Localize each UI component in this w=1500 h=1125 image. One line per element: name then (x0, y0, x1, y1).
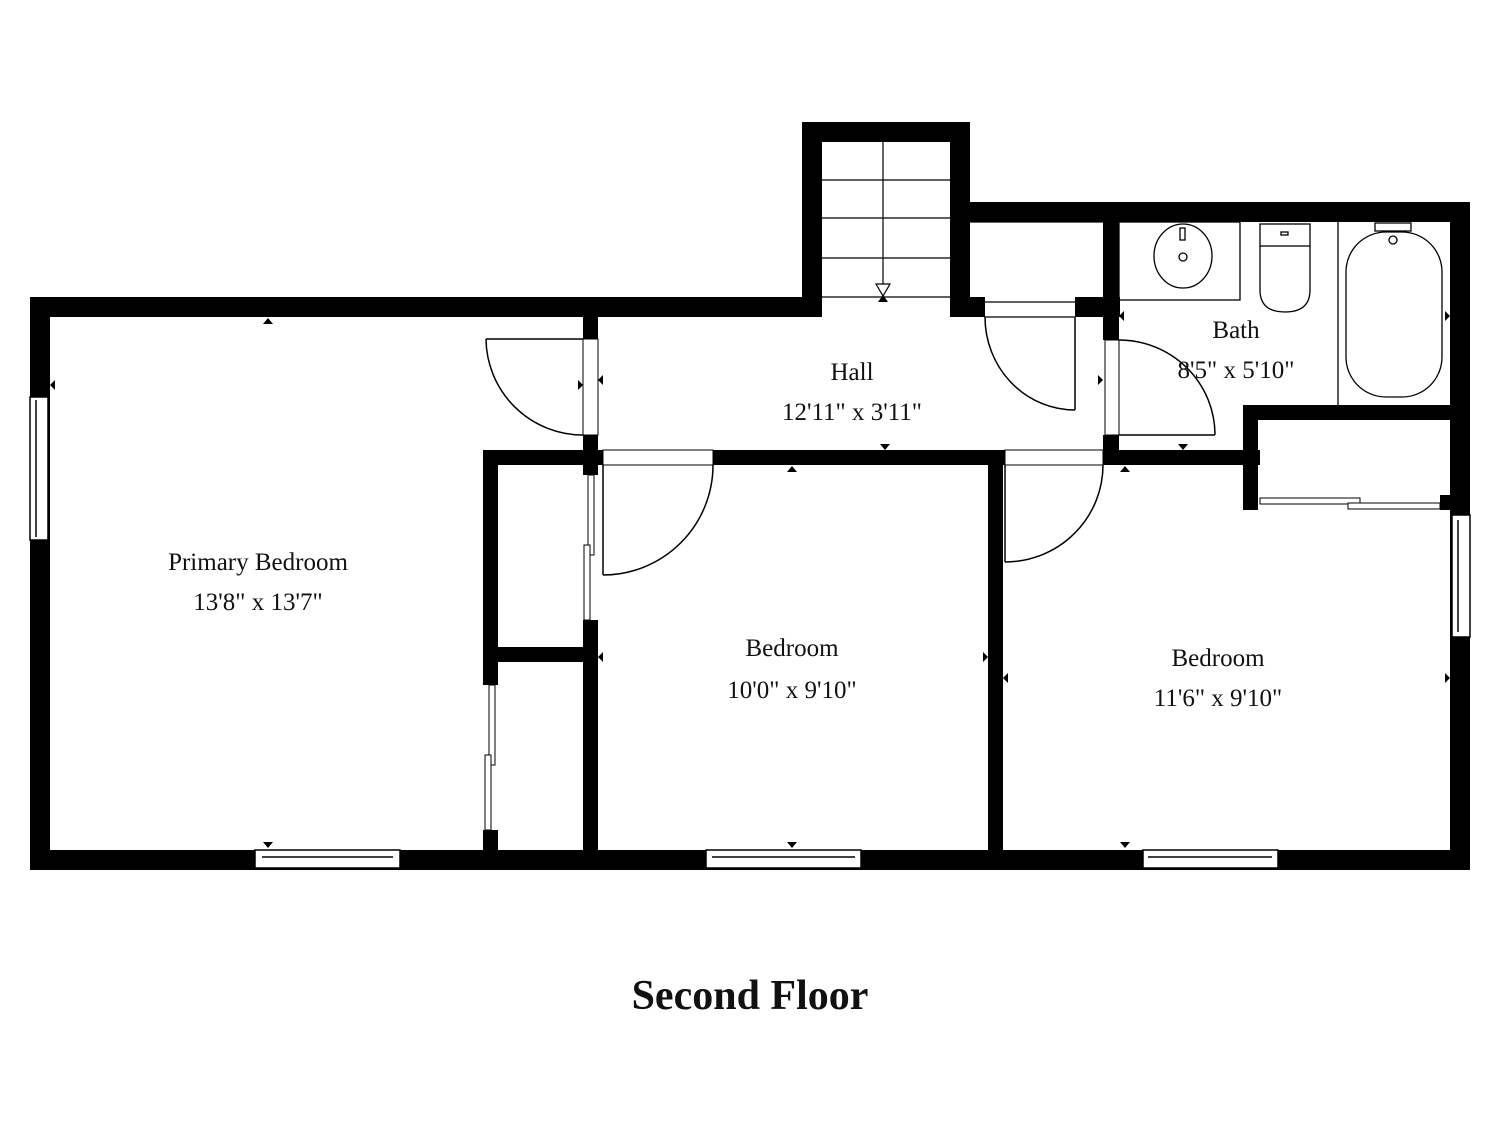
room-dimensions: 8'5" x 5'10" (1178, 357, 1295, 384)
doors (484, 316, 1441, 831)
stairs (822, 142, 950, 298)
walls (30, 122, 1470, 870)
room-hall: Hall 12'11" x 3'11" (782, 359, 922, 426)
room-name: Bedroom (1171, 645, 1265, 672)
room-name: Bath (1212, 317, 1260, 344)
bath-fixtures (1118, 221, 1443, 405)
sink-icon (1153, 223, 1213, 289)
room-bedroom-1: Bedroom 10'0" x 9'10" (727, 635, 856, 704)
bathtub-icon (1345, 231, 1443, 398)
room-dimensions: 13'8" x 13'7" (193, 589, 322, 616)
room-name: Hall (830, 359, 873, 386)
hall-closet (970, 221, 1103, 318)
room-dimensions: 12'11" x 3'11" (782, 399, 922, 426)
dimension-markers (50, 295, 1450, 848)
room-bath: Bath 8'5" x 5'10" (1178, 317, 1295, 384)
room-dimensions: 11'6" x 9'10" (1154, 685, 1283, 712)
room-name: Primary Bedroom (168, 549, 348, 576)
room-name: Bedroom (745, 635, 839, 662)
toilet-icon (1259, 223, 1311, 247)
floor-title: Second Floor (631, 973, 869, 1019)
room-dimensions: 10'0" x 9'10" (727, 677, 856, 704)
room-bedroom-2: Bedroom 11'6" x 9'10" (1154, 645, 1283, 712)
room-primary-bedroom: Primary Bedroom 13'8" x 13'7" (168, 549, 348, 616)
windows (29, 396, 1471, 869)
